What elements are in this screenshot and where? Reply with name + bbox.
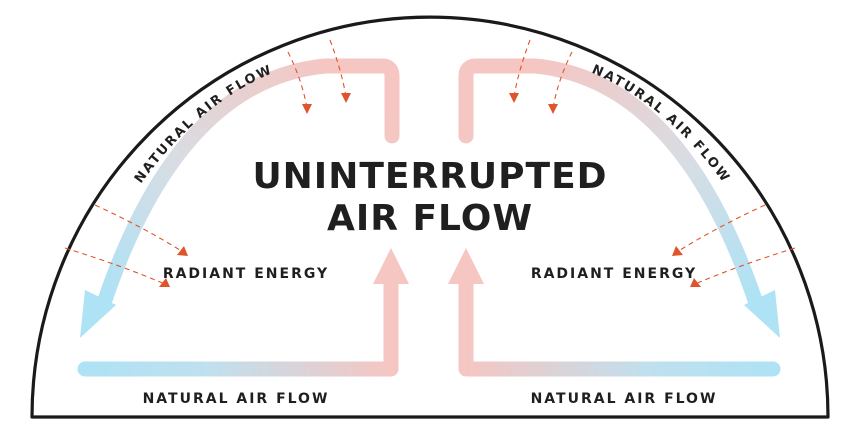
radiant-energy-rays-right: [672, 204, 796, 287]
title-line-2: AIR FLOW: [327, 198, 533, 239]
left-arc-air-flow-arrow: [80, 58, 400, 338]
bottom-left-air-flow-arrow: [77, 248, 409, 377]
bottom-right-air-flow-arrow: [448, 248, 781, 377]
bottom-right-air-flow-label: NATURAL AIR FLOW: [531, 391, 718, 407]
radiant-energy-left-label: RADIANT ENERGY: [163, 266, 329, 282]
right-arc-air-flow-arrow: [458, 58, 780, 338]
radiant-energy-rays-left: [64, 204, 188, 287]
title-line-1: UNINTERRUPTED: [252, 156, 607, 197]
dome-outline: [30, 15, 830, 419]
radiant-energy-right-label: RADIANT ENERGY: [531, 266, 697, 282]
radiant-energy-rays-top-left: [287, 39, 351, 114]
radiant-energy-rays-top-right: [509, 39, 573, 114]
bottom-left-air-flow-label: NATURAL AIR FLOW: [143, 391, 330, 407]
